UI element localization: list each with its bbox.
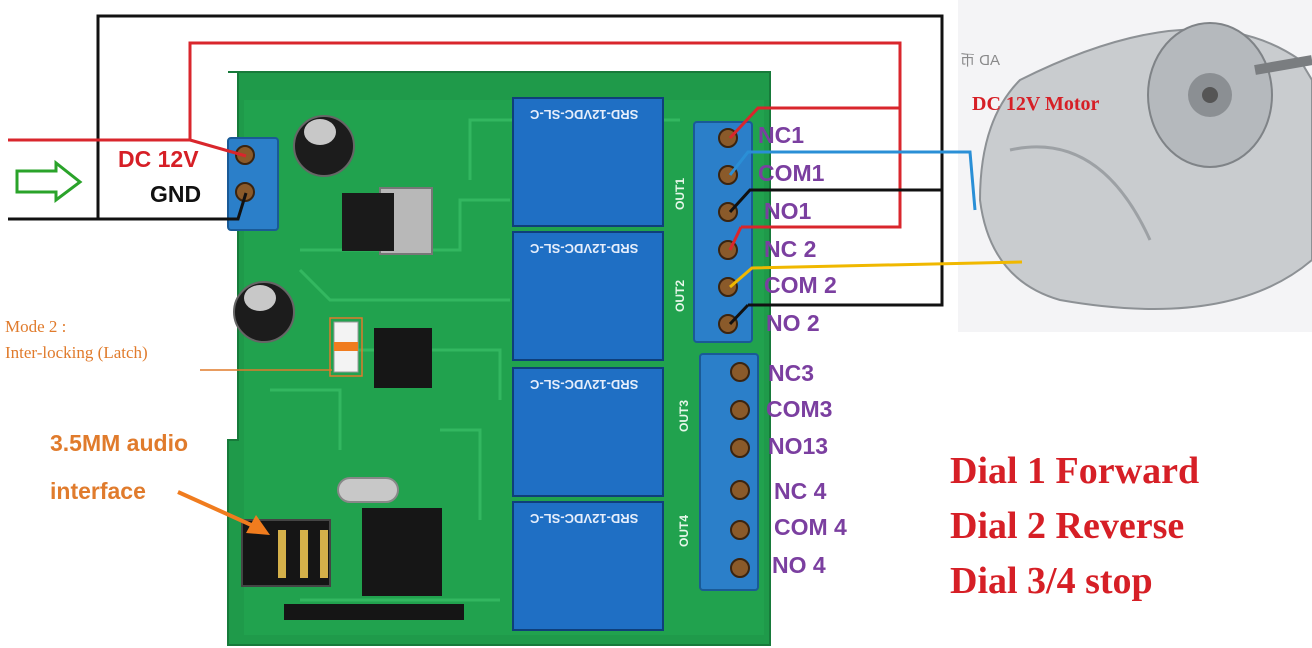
audio-jack-pin-1 <box>278 530 286 578</box>
wire-black-outer <box>8 14 944 307</box>
board-label-out2: OUT2 <box>673 279 688 313</box>
wire-blue-com1 <box>728 150 977 211</box>
terminal-com2-label: COM 2 <box>764 272 837 298</box>
gnd-label: GND <box>150 181 202 207</box>
terminal-nc3-label: NC3 <box>768 360 815 386</box>
board-label-out3: OUT3 <box>677 399 692 433</box>
terminal-com3-label: COM3 <box>766 396 833 422</box>
dial-1-label: Dial 1 Forward <box>950 450 1200 492</box>
ic-chip-main <box>374 328 432 388</box>
capacitor-top-cap <box>304 119 336 145</box>
relay-3-text: SRD-12VDC-SL-C <box>530 377 639 392</box>
header-pins <box>284 604 464 620</box>
terminal-block-out3-out4 <box>699 353 759 591</box>
terminal-no13-label: NO13 <box>768 433 829 459</box>
wire-red-nc2 <box>728 226 743 251</box>
voltage-regulator <box>342 193 394 251</box>
capacitor-left-cap <box>244 285 276 311</box>
terminal-com1-label: COM1 <box>758 160 825 186</box>
crystal <box>337 477 399 503</box>
audio-label-line2: interface <box>50 478 146 504</box>
dc-12v-label: DC 12V <box>118 146 199 172</box>
dial-3-label: Dial 3/4 stop <box>950 560 1153 602</box>
wire-red-outer <box>8 41 902 229</box>
mode-label-line2: Inter-locking (Latch) <box>5 343 148 362</box>
board-label-out4: OUT4 <box>677 514 692 548</box>
terminal-nc2-label: NC 2 <box>764 236 817 262</box>
dial-2-label: Dial 2 Reverse <box>950 505 1185 547</box>
input-arrow-icon <box>15 159 83 203</box>
pcb-traces <box>270 118 680 602</box>
terminal-screws <box>718 128 750 578</box>
relay-4-text: SRD-12VDC-SL-C <box>530 511 639 526</box>
audio-jack-pin-3 <box>320 530 328 578</box>
relay-1-text: SRD-12VDC-SL-C <box>530 107 639 122</box>
relay-2-text: SRD-12VDC-SL-C <box>530 241 639 256</box>
mode-switch-marker <box>334 342 358 351</box>
mode-label-line1: Mode 2 : <box>5 317 67 336</box>
watermark-label: AD 币 <box>960 52 1001 69</box>
terminal-no4-label: NO 4 <box>772 552 826 578</box>
motor-body <box>978 22 1312 310</box>
wire-red-nc1 <box>728 106 900 140</box>
audio-label-line1: 3.5MM audio <box>50 430 189 456</box>
board-label-out1: OUT1 <box>673 177 688 211</box>
terminal-no1-label: NO1 <box>764 198 812 224</box>
relay-4 <box>512 501 664 631</box>
mode-highlight-box <box>329 317 363 377</box>
audio-jack-pin-2 <box>300 530 308 578</box>
audio-arrow-icon <box>177 490 270 535</box>
motor-title: DC 12V Motor <box>972 93 1100 115</box>
terminal-no2-label: NO 2 <box>766 310 820 336</box>
terminal-nc1-label: NC1 <box>758 122 805 148</box>
wire-black-no2 <box>728 303 750 326</box>
wire-black-no1 <box>728 188 942 214</box>
relay-1 <box>512 97 664 227</box>
relay-2 <box>512 231 664 361</box>
ic-chip-audio <box>362 508 442 596</box>
terminal-com4-label: COM 4 <box>774 514 847 540</box>
wire-black-gnd <box>98 192 248 221</box>
relay-3 <box>512 367 664 497</box>
wire-yellow-com2 <box>729 260 1023 289</box>
terminal-nc4-label: NC 4 <box>774 478 827 504</box>
